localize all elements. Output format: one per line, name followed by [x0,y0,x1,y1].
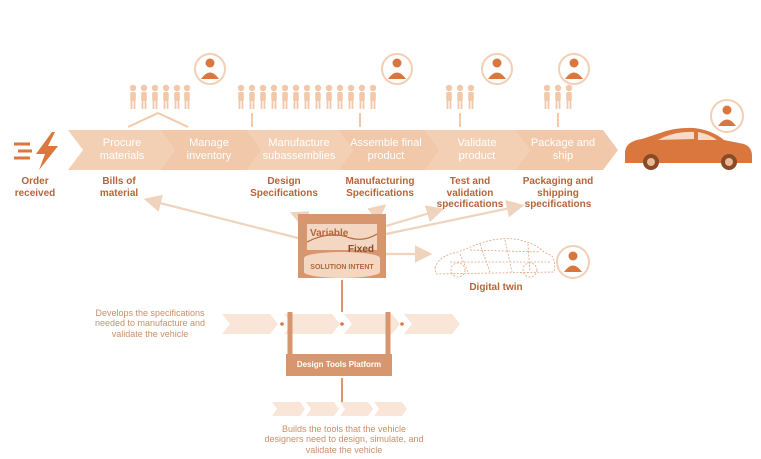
stage-label-validate: Validate product [457,137,497,162]
solution-intent-title: SOLUTION INTENT [310,264,374,271]
stage-manage [160,130,262,170]
people-group-icon [445,84,475,127]
platform-label: Design Tools Platform [296,360,382,369]
spec-design: Design Specifications [250,176,318,199]
fixed-label: Fixed [347,244,374,255]
stage-label-package: Package and ship [530,137,596,162]
stage-procure [68,130,175,170]
platform-bracket [286,312,392,402]
spec-flow [222,280,460,334]
spec-packaging: Packaging and shipping specifications [522,176,594,210]
people-group-icon [543,84,573,127]
spec-manufacturing: Manufacturing Specifications [345,176,415,199]
person-icon [556,245,590,279]
wireframe-car-icon [434,238,556,278]
car-icon [625,127,752,170]
people-group-icon [237,84,377,127]
stage-validate [425,130,530,170]
spec-bills: Bills of material [99,176,139,199]
digital-twin-label: Digital twin [469,282,523,293]
order-received-label: Order received [14,176,56,199]
person-icon [194,53,226,85]
stage-label-procure: Procure materials [99,137,145,162]
spec-test: Test and validation specifications [436,176,504,210]
variable-label: Variable [310,228,349,239]
lightning-bolt-icon [14,132,58,170]
builds-note: Builds the tools that the vehicle design… [264,424,424,455]
develops-note: Develops the specifications needed to ma… [94,308,206,339]
stage-label-manage: Manage inventory [186,137,232,162]
stage-manufacture [247,130,353,170]
stage-label-assemble: Assemble final product [350,137,422,162]
stage-package [515,130,618,170]
person-icon [558,53,590,85]
people-group-icon [127,84,191,128]
tools-flow [272,402,407,416]
stage-assemble [338,130,440,170]
stage-chevrons [68,130,618,170]
solution-intent [298,214,386,278]
person-icon [481,53,513,85]
person-icon [710,99,744,133]
spec-arrows [143,194,525,263]
stage-label-manufacture: Manufacture subassemblies [262,137,336,162]
person-icon [381,53,413,85]
